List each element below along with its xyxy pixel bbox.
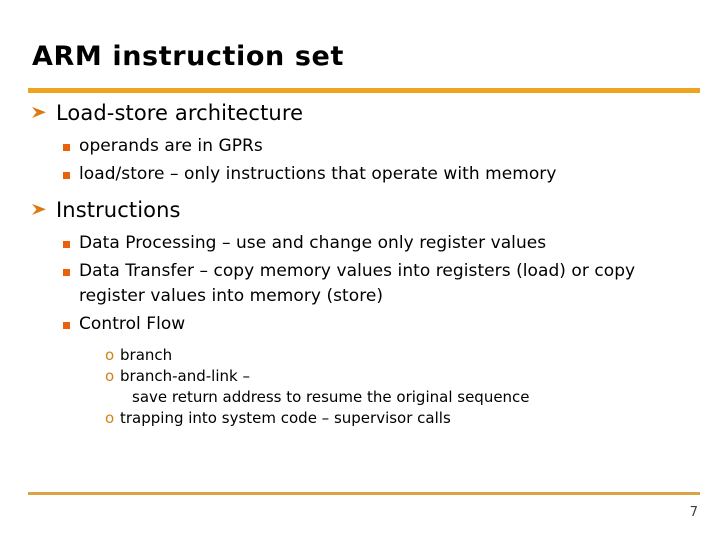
list-item-label: Control Flow <box>79 314 186 334</box>
list-item-level2: load/store – only instructions that oper… <box>28 162 700 187</box>
list-item-level1: Load-store architecture <box>28 100 700 127</box>
list-item-label: operands are in GPRs <box>79 136 263 156</box>
square-bullet-icon <box>63 241 79 248</box>
list-item-label-line1: branch-and-link – <box>120 367 250 385</box>
list-item-label: Instructions <box>56 198 181 222</box>
circle-bullet-icon: o <box>105 346 115 364</box>
arrow-bullet-icon <box>30 202 56 218</box>
list-item-label: load/store – only instructions that oper… <box>79 164 557 184</box>
list-item-label: Data Transfer – copy memory values into … <box>79 261 636 306</box>
arrow-bullet-icon <box>30 105 56 121</box>
list-item-level2: operands are in GPRs <box>28 134 700 159</box>
list-item-level3: o branch <box>28 345 700 366</box>
list-item-label: Load-store architecture <box>56 101 304 125</box>
list-item-label: branch-and-link – save return address to… <box>120 366 530 408</box>
circle-bullet-icon: o <box>105 409 115 427</box>
list-item-level1: Instructions <box>28 197 700 224</box>
circle-bullet-icon: o <box>105 367 115 385</box>
list-item-label: branch <box>120 346 173 364</box>
slide-body: Load-store architecture operands are in … <box>28 100 700 429</box>
list-item-level2: Data Transfer – copy memory values into … <box>28 259 700 309</box>
list-item-label-continuation: save return address to resume the origin… <box>132 388 530 406</box>
square-bullet-icon <box>63 144 79 151</box>
list-item-label: trapping into system code – supervisor c… <box>120 409 451 427</box>
title-divider-rule <box>28 88 700 93</box>
square-bullet-icon <box>63 322 79 329</box>
spacer <box>28 190 700 197</box>
page-title: ARM instruction set <box>32 41 344 72</box>
list-item-label: Data Processing – use and change only re… <box>79 233 547 253</box>
list-item-level3: o branch-and-link – save return address … <box>28 366 700 408</box>
square-bullet-icon <box>63 269 79 276</box>
page-number: 7 <box>689 505 698 520</box>
list-item-level2: Data Processing – use and change only re… <box>28 231 700 256</box>
square-bullet-icon <box>63 172 79 179</box>
footer-divider-rule <box>28 492 700 495</box>
list-item-level3: o trapping into system code – supervisor… <box>28 408 700 429</box>
list-item-level2: Control Flow <box>28 312 700 337</box>
